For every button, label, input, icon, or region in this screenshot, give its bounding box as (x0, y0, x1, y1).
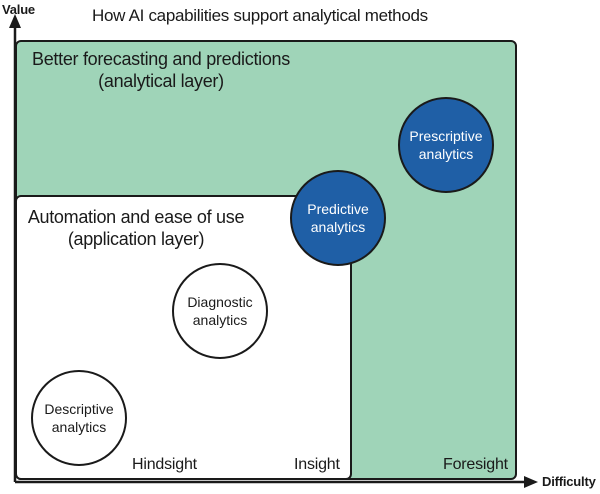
x-axis-arrow-icon (524, 476, 538, 488)
analytical-layer-title-line1: Better forecasting and predictions (32, 49, 290, 69)
application-layer-title: Automation and ease of use (application … (22, 206, 250, 250)
application-layer-title-line1: Automation and ease of use (27, 207, 245, 227)
diagnostic-analytics-line1: Diagnostic (187, 294, 253, 310)
insight-label: Insight (294, 456, 340, 473)
predictive-analytics-circle: Predictive analytics (290, 170, 386, 266)
x-axis (15, 476, 538, 488)
application-layer-title-line2: (application layer) (67, 229, 205, 249)
descriptive-analytics-circle: Descriptive analytics (31, 370, 127, 466)
y-axis-label: Value (2, 2, 35, 17)
prescriptive-analytics-line1: Prescriptive (409, 128, 483, 144)
diagram-title: How AI capabilities support analytical m… (92, 6, 428, 25)
analytical-layer-title-line2: (analytical layer) (98, 71, 224, 91)
prescriptive-analytics-circle: Prescriptive analytics (398, 97, 494, 193)
predictive-analytics-line1: Predictive (307, 201, 369, 217)
prescriptive-analytics-line2: analytics (418, 146, 474, 162)
descriptive-analytics-line1: Descriptive (44, 401, 114, 417)
diagnostic-analytics-circle: Diagnostic analytics (172, 263, 268, 359)
predictive-analytics-line2: analytics (310, 219, 366, 235)
analytical-layer-title: Better forecasting and predictions (anal… (26, 48, 296, 92)
descriptive-analytics-line2: analytics (51, 419, 107, 435)
y-axis-arrow-icon (9, 14, 21, 28)
hindsight-label: Hindsight (132, 456, 197, 473)
foresight-label: Foresight (443, 456, 508, 473)
x-axis-label: Difficulty (542, 474, 596, 489)
diagnostic-analytics-line2: analytics (192, 312, 248, 328)
